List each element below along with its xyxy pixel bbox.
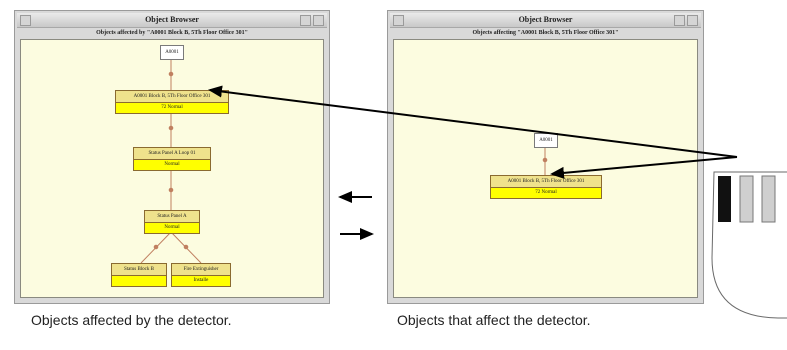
edge-marker [168,187,174,193]
node-title: Status Panel A Loop 01 [134,148,210,160]
object-browser-affecting-window: Object Browser Objects affecting "A0001 … [387,10,704,304]
window-menu-icon[interactable] [20,15,31,26]
graph-node[interactable]: Status Panel A Normal [144,210,200,234]
window-menu-icon[interactable] [393,15,404,26]
caption-left: Objects affected by the detector. [31,312,232,328]
graph-canvas[interactable]: A0001 A0001 Block B, 5Th Floor Office 30… [20,39,324,298]
window-titlebar[interactable]: Object Browser [390,13,701,28]
root-node[interactable]: A0001 [534,133,558,148]
graph-node[interactable]: Status Panel A Loop 01 Normal [133,147,211,171]
edge-marker [183,244,189,250]
graph-node[interactable]: Status Block B [111,263,167,287]
root-node-label: A0001 [539,138,553,143]
browser-subtitle: Objects affecting "A0001 Block B, 5Th Fl… [472,30,619,36]
node-title: A0001 Block B, 5Th Floor Office 301 [491,176,601,188]
graph-node[interactable]: Fire Extinguisher Installe [171,263,231,287]
node-title: Status Block B [112,264,166,276]
maximize-icon[interactable] [313,15,324,26]
node-value: Installe [172,276,230,286]
root-node-label: A0001 [165,50,179,55]
node-value: Normal [145,223,199,233]
graph-node[interactable]: A0001 Block B, 5Th Floor Office 301 72 N… [115,90,229,114]
node-value: Normal [134,160,210,170]
graph-node[interactable]: A0001 Block B, 5Th Floor Office 301 72 N… [490,175,602,199]
graph-edges [542,146,548,175]
window-title: Object Browser [145,15,199,24]
edge-marker [168,71,174,77]
root-node[interactable]: A0001 [160,45,184,60]
maximize-icon[interactable] [687,15,698,26]
window-titlebar[interactable]: Object Browser [17,13,327,28]
node-value: 72 Normal [491,188,601,198]
minimize-icon[interactable] [300,15,311,26]
window-title: Object Browser [518,15,573,24]
minimize-icon[interactable] [674,15,685,26]
object-browser-affected-window: Object Browser Objects affected by "A000… [14,10,330,304]
graph-canvas[interactable]: A0001 A0001 Block B, 5Th Floor Office 30… [393,39,698,298]
edge-marker [153,244,159,250]
node-title: A0001 Block B, 5Th Floor Office 301 [116,91,228,103]
detector-icon [711,171,787,319]
edge-marker [168,125,174,131]
graph-edges [140,59,202,264]
node-title: Fire Extinguisher [172,264,230,276]
node-value: 72 Normal [116,103,228,113]
edge-marker [542,157,548,163]
node-title: Status Panel A [145,211,199,223]
browser-subtitle: Objects affected by "A0001 Block B, 5Th … [96,30,248,36]
caption-right: Objects that affect the detector. [397,312,591,328]
node-value [112,276,166,286]
